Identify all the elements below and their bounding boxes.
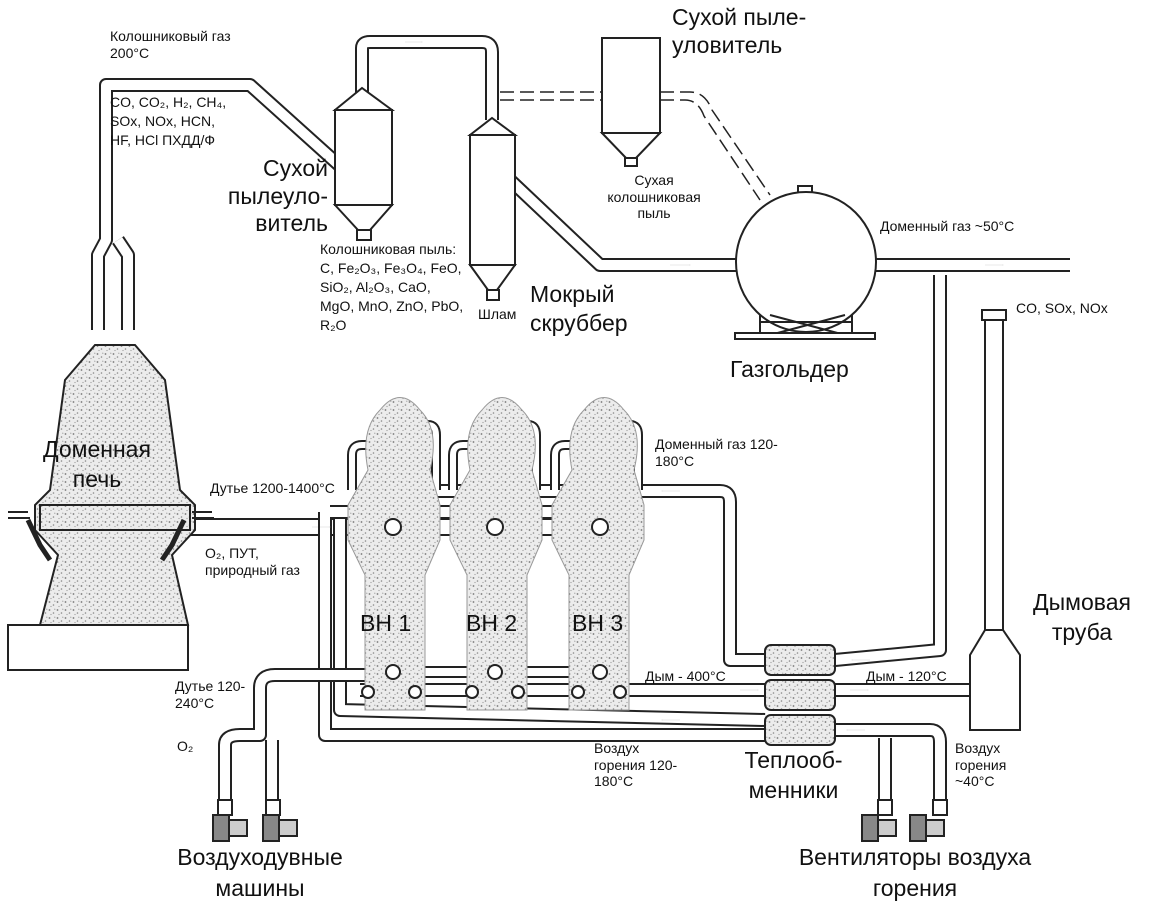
gasholder-label: Газгольдер [730,356,849,382]
dry-dust-catcher-2 [599,37,663,167]
bf-gas-50-label: Доменный газ ~50°C [880,218,1015,234]
top-gas-components-label: CO, CO₂, H₂, CH₄, SOx, NOx, HCN, HF, HCl… [110,94,227,148]
flow-arrows [312,42,1003,730]
wet-scrubber-label: Мокрый скруббер [530,281,628,336]
stove-gas-label: Доменный газ 120-180°C [655,436,778,469]
stove-gas-main [420,484,765,667]
blowers-label: Воздуходувные машины [177,844,343,902]
hot-blast-label: Дутье 1200-1400°C [210,480,335,496]
cold-blast-label: Дутье 120-240°C [175,678,246,711]
blower-machines [212,799,298,842]
top-gas-label: Колошниковый газ 200°C [110,28,231,61]
chimney-label: Дымовая труба [1033,589,1131,645]
top-gas-pipeline [91,35,1070,330]
stove-1-label: ВН 1 [360,610,412,636]
combustion-air-hot-label: Воздух горения 120-180°C [594,740,678,790]
gas-to-exchanger-pipe [834,275,947,667]
heat-exchanger-units [764,644,836,746]
dry-dust-catcher-2-label: Сухой пыле-уловитель [672,4,807,58]
stove-valves [361,518,627,699]
gasholder-tank [734,185,877,340]
stove-2-label: ВН 2 [466,610,518,636]
dry-dust-catcher-1-label: Сухой пылеуло-витель [227,155,328,237]
o2-label: O₂ [177,738,194,754]
heat-exchangers-label: Теплооб-менники [744,747,843,803]
smoke-120-label: Дым - 120°C [866,668,947,684]
injectants-label: O₂, ПУТ, природный газ [205,545,300,578]
sludge-label: Шлам [478,306,517,322]
smoke-400-label: Дым - 400°C [645,668,726,684]
blast-furnace-label: Доменная печь [43,436,151,492]
top-dust-composition-label: Колошниковая пыль: C, Fe₂O₃, Fe₃O₄, FeO,… [320,241,464,333]
chimney-stack [969,309,1021,731]
dry-catcher-bypass [500,91,771,201]
wet-scrubber [467,116,519,301]
dry-dust-label: Сухая колошниковая пыль [607,172,701,222]
stove-3-label: ВН 3 [572,610,624,636]
blast-furnace [7,344,214,671]
dry-dust-catcher-1 [332,86,396,241]
cold-blast-line [218,668,375,800]
hot-blast-stoves [347,397,645,711]
stack-emission-label: CO, SOx, NOx [1016,300,1108,316]
fans-label: Вентиляторы воздуха горения [798,844,1032,902]
combustion-air-cold-label: Воздух горения ~40°C [955,740,1007,790]
combustion-air-fans [861,799,948,842]
